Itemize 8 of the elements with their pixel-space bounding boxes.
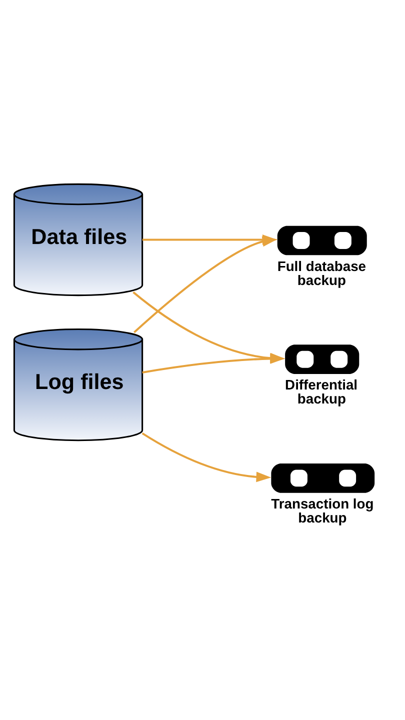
node-label: Transaction log backup [271, 495, 374, 525]
arrow [133, 236, 278, 333]
node-picture [285, 344, 360, 374]
node-label: Full database backup [277, 257, 366, 288]
node-label: Differential backup [285, 376, 358, 406]
node-picture [271, 463, 375, 492]
node-picture [277, 225, 367, 255]
arrow [142, 432, 272, 482]
